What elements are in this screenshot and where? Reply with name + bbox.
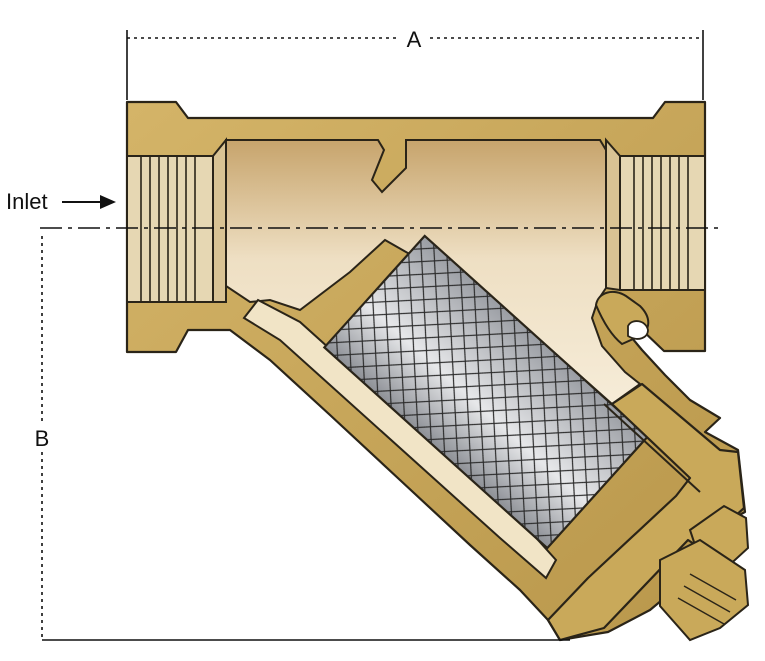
- mesh-screen: [322, 234, 650, 550]
- strainer-cap: [546, 382, 750, 642]
- cap-gasket-line: [603, 403, 701, 493]
- dimension-b-label: B: [35, 426, 50, 451]
- dimension-a: A: [126, 27, 704, 100]
- body-cavity: [225, 139, 642, 406]
- outlet-port-threads: [605, 137, 706, 292]
- dimension-b: B: [35, 236, 570, 641]
- inlet-port-threads: [126, 137, 227, 303]
- plug-nose: [659, 538, 750, 642]
- inlet-arrow-icon: [100, 195, 116, 209]
- inlet-label: Inlet: [6, 189, 48, 214]
- cap-body: [546, 382, 746, 642]
- inlet-callout: Inlet: [6, 189, 116, 214]
- dimension-a-label: A: [407, 27, 422, 52]
